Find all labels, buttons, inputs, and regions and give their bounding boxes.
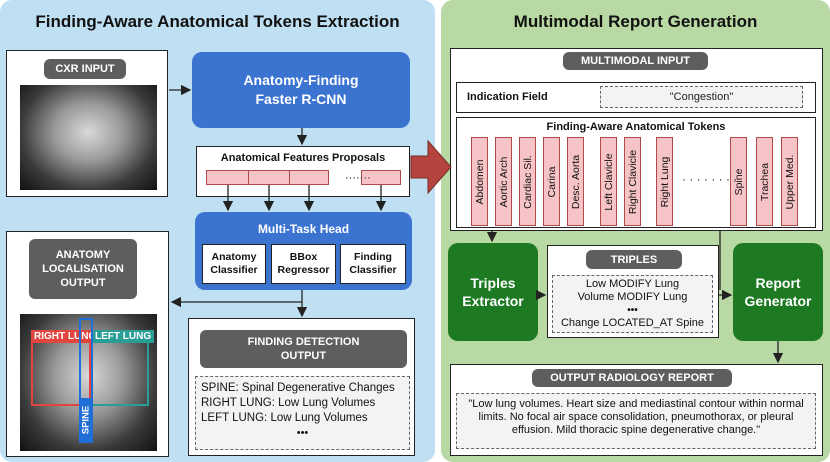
token-right-lung: Right Lung (656, 137, 673, 226)
finding-line: SPINE: Spinal Degenerative Changes (201, 382, 395, 394)
indication-field-label: Indication Field (467, 91, 548, 103)
indication-field-value: "Congestion" (600, 86, 803, 108)
token-cardiac-sil: Cardiac Sil. (519, 137, 536, 226)
cxr-input-label: CXR INPUT (44, 59, 126, 79)
token-aortic-arch: Aortic Arch (495, 137, 512, 226)
token-carina: Carina (543, 137, 560, 226)
right-lung-label: RIGHT LUNG (31, 330, 100, 343)
token-right-clavicle: Right Clavicle (624, 137, 641, 226)
token-spine: Spine (730, 137, 747, 226)
token-upper-med: Upper Med. (781, 137, 798, 226)
big-transfer-arrow (410, 139, 452, 195)
multimodal-input-title: MULTIMODAL INPUT (563, 52, 708, 70)
left-lung-label: LEFT LUNG (92, 330, 155, 343)
finding-line: LEFT LUNG: Low Lung Volumes (201, 412, 368, 424)
token-trachea: Trachea (756, 137, 773, 226)
left-panel-title: Finding-Aware Anatomical Tokens Extracti… (35, 12, 400, 31)
anatomy-classifier: Anatomy Classifier (202, 244, 266, 284)
proposal-cell (289, 170, 329, 185)
finding-detection-list (195, 376, 410, 450)
finding-classifier: Finding Classifier (340, 244, 406, 284)
triple-line: Change LOCATED_AT Spine (560, 317, 705, 329)
features-proposals-title: Anatomical Features Proposals (220, 152, 386, 164)
faster-rcnn-node: Anatomy-Finding Faster R-CNN (192, 52, 410, 128)
output-report-text: "Low lung volumes. Heart size and medias… (468, 398, 804, 436)
token-desc-aorta: Desc. Aorta (567, 137, 584, 226)
cxr-image (20, 85, 157, 190)
proposal-ellipsis: ······· (345, 172, 371, 184)
token-ellipsis: · · · · · · · · (682, 172, 737, 186)
token-left-clavicle: Left Clavicle (600, 137, 617, 226)
output-report-text-box (456, 393, 816, 449)
report-generator-node: Report Generator (733, 243, 823, 341)
triples-title: TRIPLES (586, 250, 682, 269)
triple-line: Volume MODIFY Lung (577, 291, 688, 303)
tokens-title: Finding-Aware Anatomical Tokens (546, 121, 726, 133)
finding-detection-title: FINDING DETECTION OUTPUT (200, 330, 407, 368)
proposal-cell (361, 170, 401, 185)
finding-line: RIGHT LUNG: Low Lung Volumes (201, 397, 376, 409)
triple-ellipsis: ••• (627, 305, 638, 316)
triples-extractor-node: Triples Extractor (448, 243, 538, 341)
spine-label-bg (80, 398, 92, 443)
localisation-title: ANATOMY LOCALISATION OUTPUT (29, 239, 137, 299)
finding-ellipsis: ••• (296, 427, 309, 439)
triple-line: Low MODIFY Lung (585, 278, 680, 290)
multi-task-head-title: Multi-Task Head (257, 222, 350, 236)
bbox-regressor: BBox Regressor (271, 244, 336, 284)
triples-list (552, 275, 713, 333)
output-report-title: OUTPUT RADIOLOGY REPORT (532, 369, 732, 387)
token-abdomen: Abdomen (471, 137, 488, 226)
right-panel-title: Multimodal Report Generation (513, 12, 758, 31)
